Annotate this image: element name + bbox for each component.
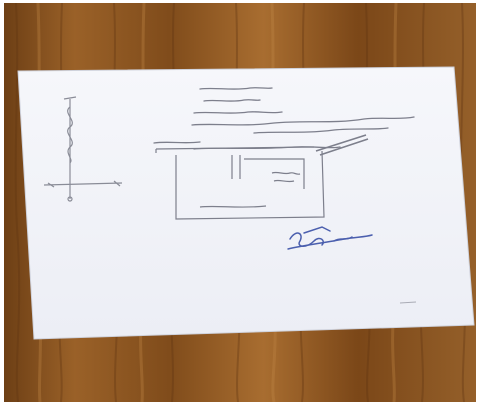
- pencil-axis-sketch: [43, 96, 123, 202]
- box-diagram: [155, 146, 325, 220]
- handwritten-diagonal-stroke: [315, 134, 369, 156]
- photo: [4, 3, 476, 402]
- photo-canvas: [4, 3, 476, 402]
- blue-ink-signature: [287, 226, 373, 250]
- faint-bottom-marks: [399, 301, 417, 304]
- paper-sheet: [17, 66, 475, 340]
